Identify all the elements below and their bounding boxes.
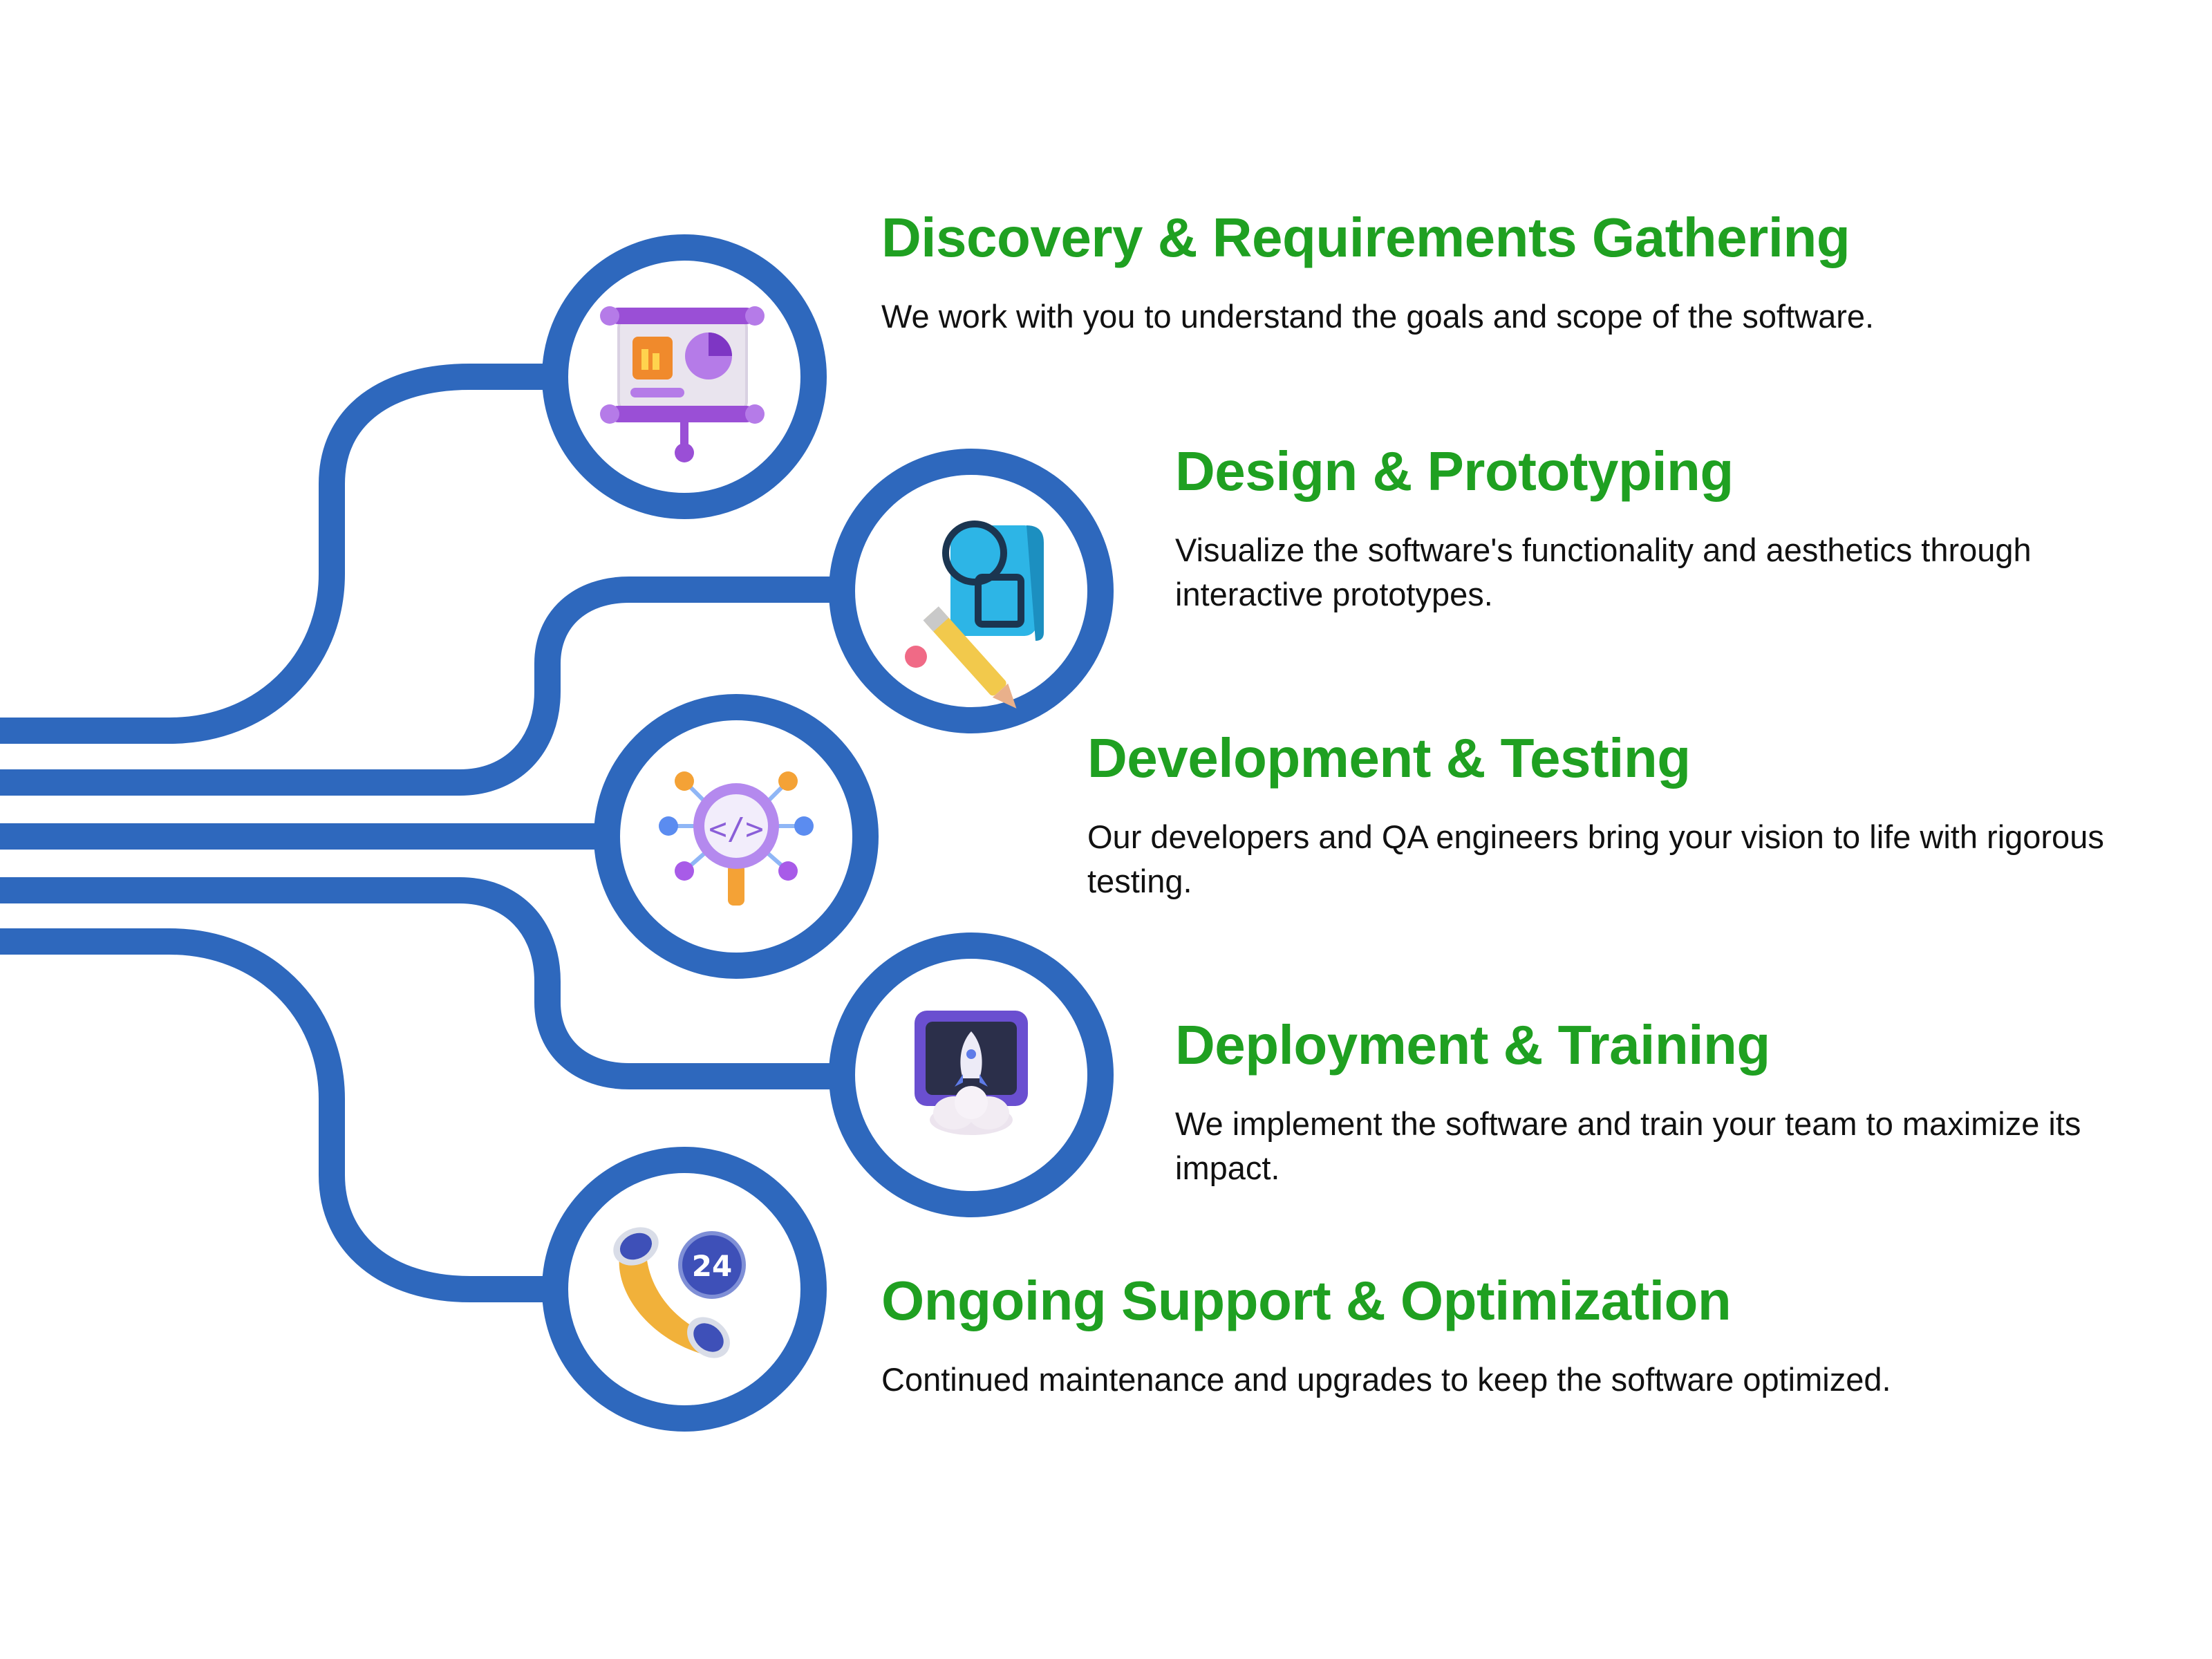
- connector-line-2: [0, 577, 830, 796]
- step-4: Deployment & Training We implement the s…: [1175, 1015, 2191, 1190]
- connector-line-4: [0, 877, 830, 1089]
- step-2: Design & Prototyping Visualize the softw…: [1175, 441, 2184, 617]
- step-description: Continued maintenance and upgrades to ke…: [881, 1361, 1891, 1398]
- step-title: Design & Prototyping: [1175, 440, 1734, 502]
- step-title: Ongoing Support & Optimization: [881, 1270, 1732, 1331]
- step-title: Deployment & Training: [1175, 1014, 1770, 1076]
- step-3: Development & Testing Our developers and…: [1087, 728, 2197, 903]
- step-description: Visualize the software's functionality a…: [1175, 532, 2032, 612]
- step-1: Discovery & Requirements Gathering We wo…: [881, 207, 2181, 339]
- svg-text:24: 24: [692, 1249, 732, 1283]
- presentation-board-icon: [600, 306, 765, 462]
- step-ring-5: [542, 1147, 827, 1432]
- step-description: Our developers and QA engineers bring yo…: [1087, 818, 2104, 899]
- connector-line-1: [0, 364, 546, 744]
- step-title: Discovery & Requirements Gathering: [881, 207, 1850, 268]
- rocket-monitor-icon: [915, 1011, 1028, 1135]
- code-magnifier-icon: </>: [659, 771, 814, 906]
- phone-24-icon: 24: [613, 1227, 746, 1358]
- step-5: Ongoing Support & Optimization Continued…: [881, 1271, 2181, 1402]
- pencil-shapes-icon: [905, 521, 1044, 709]
- svg-text:</>: </>: [709, 812, 763, 847]
- connector-line-5: [0, 928, 546, 1302]
- step-description: We implement the software and train your…: [1175, 1105, 2081, 1186]
- step-title: Development & Testing: [1087, 727, 1691, 789]
- step-description: We work with you to understand the goals…: [881, 298, 1875, 335]
